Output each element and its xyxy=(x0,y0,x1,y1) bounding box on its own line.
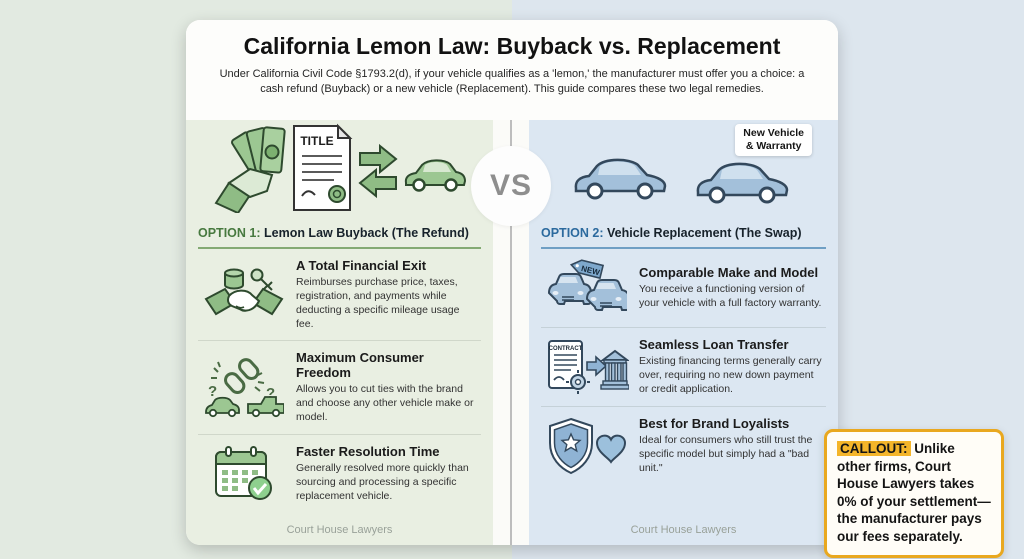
item-text: Faster Resolution Time Generally resolve… xyxy=(296,444,479,504)
left-footer-brand: Court House Lawyers xyxy=(286,524,393,536)
item-text: Seamless Loan Transfer Existing financin… xyxy=(639,337,824,397)
item-title: Best for Brand Loyalists xyxy=(639,416,790,432)
badge-line2: & Warranty xyxy=(745,140,802,153)
list-item: A Total Financial Exit Reimburses purcha… xyxy=(198,249,481,342)
item-text: Comparable Make and Model You receive a … xyxy=(639,265,824,311)
card-header: California Lemon Law: Buyback vs. Replac… xyxy=(186,20,838,120)
item-title: Comparable Make and Model xyxy=(639,265,819,281)
replacement-column: New Vehicle & Warranty OPTION 2: Vehicle… xyxy=(529,120,838,545)
item-desc: Ideal for consumers who still trust the … xyxy=(639,434,813,474)
item-desc: Generally resolved more quickly than sou… xyxy=(296,462,469,502)
vs-badge: VS xyxy=(471,146,551,226)
title-doc-label: TITLE xyxy=(300,134,333,148)
replacement-items: NEW xyxy=(529,249,838,520)
infographic-card: California Lemon Law: Buyback vs. Replac… xyxy=(186,20,838,545)
list-item: ? ? Max xyxy=(198,341,481,436)
broken-chain-vehicles-icon: ? ? xyxy=(200,357,288,418)
option2-header: OPTION 2: Vehicle Replacement (The Swap) xyxy=(541,226,826,249)
callout-text: Unlike other firms, Court House Lawyers … xyxy=(837,441,991,544)
two-blue-cars-icon xyxy=(574,158,788,204)
option1-header: OPTION 1: Lemon Law Buyback (The Refund) xyxy=(198,226,481,249)
contract-doc-label: CONTRACT xyxy=(549,346,583,352)
list-item: Best for Brand Loyalists Ideal for consu… xyxy=(541,407,826,485)
option2-title: Vehicle Replacement (The Swap) xyxy=(603,226,802,240)
item-title: Faster Resolution Time xyxy=(296,444,440,460)
calendar-check-icon xyxy=(200,444,288,504)
divider-line xyxy=(510,120,512,545)
badge-line1: New Vehicle xyxy=(743,127,804,139)
item-desc: Reimburses purchase price, taxes, regist… xyxy=(296,276,460,330)
callout-box: CALLOUT: Unlike other firms, Court House… xyxy=(824,429,1004,559)
item-desc: Allows you to cut ties with the brand an… xyxy=(296,383,474,424)
list-item: Faster Resolution Time Generally resolve… xyxy=(198,435,481,513)
option2-label: OPTION 2: xyxy=(541,226,604,240)
svg-text:?: ? xyxy=(266,385,275,402)
list-item: CONTRACT xyxy=(541,328,826,407)
item-title: A Total Financial Exit xyxy=(296,258,427,273)
shield-star-heart-icon xyxy=(543,416,631,476)
contract-bank-transfer-icon: CONTRACT xyxy=(543,337,631,397)
item-text: A Total Financial Exit Reimburses purcha… xyxy=(296,258,479,331)
item-desc: Existing financing terms generally carry… xyxy=(639,355,822,395)
option1-title: Lemon Law Buyback (The Refund) xyxy=(260,226,469,240)
item-title: Seamless Loan Transfer xyxy=(639,337,789,353)
replacement-illustration: New Vehicle & Warranty xyxy=(529,120,838,216)
buyback-column: TITLE xyxy=(186,120,493,545)
center-divider: VS xyxy=(471,120,551,545)
item-title: Maximum Consumer Freedom xyxy=(296,350,424,381)
item-text: Maximum Consumer Freedom Allows you to c… xyxy=(296,350,479,425)
list-item: NEW xyxy=(541,249,826,328)
callout-tag: CALLOUT: xyxy=(837,441,911,456)
page-title: California Lemon Law: Buyback vs. Replac… xyxy=(243,33,781,59)
new-tag-label: NEW xyxy=(580,264,601,277)
item-desc: You receive a functioning version of you… xyxy=(639,283,822,309)
new-cars-tag-icon: NEW xyxy=(543,258,631,318)
handshake-coins-key-icon xyxy=(200,265,288,325)
svg-text:?: ? xyxy=(208,383,217,400)
cash-title-car-exchange-icon: TITLE xyxy=(214,123,466,213)
page-subtitle: Under California Civil Code §1793.2(d), … xyxy=(219,68,805,96)
buyback-items: A Total Financial Exit Reimburses purcha… xyxy=(186,249,493,520)
comparison-columns: TITLE xyxy=(186,120,838,545)
buyback-illustration: TITLE xyxy=(186,120,493,216)
option1-label: OPTION 1: xyxy=(198,226,261,240)
right-footer-brand: Court House Lawyers xyxy=(630,524,737,536)
item-text: Best for Brand Loyalists Ideal for consu… xyxy=(639,416,824,476)
new-vehicle-warranty-badge: New Vehicle & Warranty xyxy=(735,124,812,157)
